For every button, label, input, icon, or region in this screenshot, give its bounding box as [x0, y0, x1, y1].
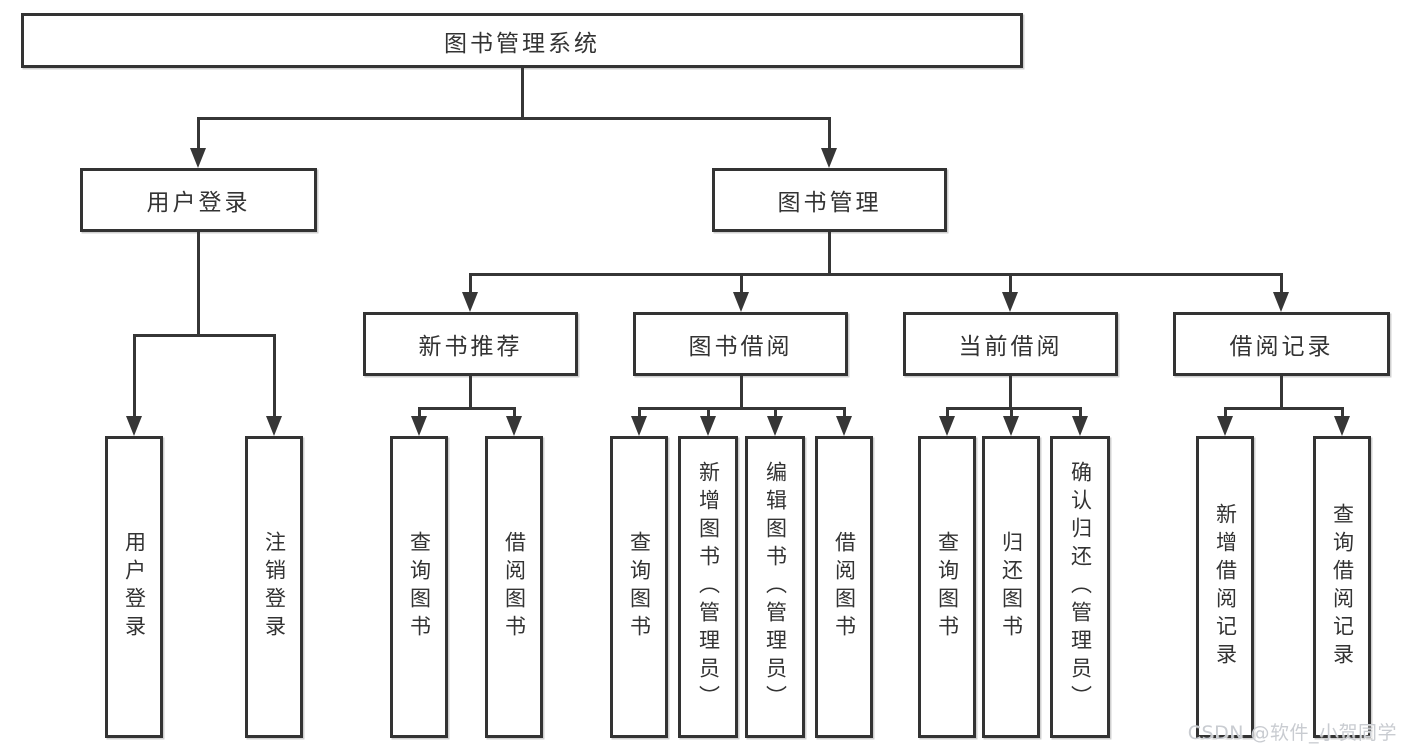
arrow-stem: [272, 334, 276, 418]
leaf-add-book-admin: 新增图书（管理员）: [678, 436, 738, 738]
arrow-stem: [196, 117, 200, 150]
arrowhead-down-icon: [1002, 292, 1018, 312]
arrow-stem: [1009, 407, 1013, 418]
leaf-add-borrowing-record: 新增借阅记录: [1196, 436, 1254, 738]
connector-rail-user-login: [132, 334, 276, 337]
connector-stem-current-borrowing: [1008, 376, 1012, 409]
arrowhead-down-icon: [1273, 292, 1289, 312]
connector-stem-borrowing-records: [1279, 376, 1283, 409]
arrowhead-down-icon: [1072, 416, 1088, 436]
leaf-query-borrowing-record: 查询借阅记录: [1313, 436, 1371, 738]
arrow-stem: [132, 334, 136, 418]
connector-rail-level2: [196, 117, 831, 120]
arrowhead-down-icon: [700, 416, 716, 436]
leaf-user-login: 用户登录: [105, 436, 163, 738]
leaf-query-books-borrowing: 查询图书: [610, 436, 668, 738]
connector-rail-new-book: [417, 407, 516, 410]
arrowhead-down-icon: [821, 148, 837, 168]
leaf-query-books-current: 查询图书: [918, 436, 976, 738]
arrowhead-down-icon: [462, 292, 478, 312]
arrow-stem: [739, 273, 743, 294]
node-borrowing-records: 借阅记录: [1173, 312, 1390, 376]
connector-rail-current-borrowing: [945, 407, 1082, 410]
leaf-confirm-return-admin: 确认归还（管理员）: [1050, 436, 1110, 738]
arrowhead-down-icon: [767, 416, 783, 436]
connector-rail-level3: [468, 273, 1282, 276]
csdn-watermark: CSDN @软件_小贺同学: [1187, 722, 1397, 744]
arrow-stem: [1340, 407, 1344, 418]
arrowhead-down-icon: [1003, 416, 1019, 436]
leaf-borrow-books-recommend: 借阅图书: [485, 436, 543, 738]
arrowhead-down-icon: [266, 416, 282, 436]
arrowhead-down-icon: [1217, 416, 1233, 436]
arrow-stem: [1279, 273, 1283, 294]
connector-rail-borrowing-records: [1223, 407, 1344, 410]
connector-stem-root: [520, 68, 524, 119]
arrowhead-down-icon: [190, 148, 206, 168]
arrow-stem: [637, 407, 641, 418]
leaf-query-books-recommend: 查询图书: [390, 436, 448, 738]
arrow-stem: [773, 407, 777, 418]
arrow-stem: [827, 117, 831, 150]
arrowhead-down-icon: [506, 416, 522, 436]
node-library-management-system: 图书管理系统: [21, 13, 1023, 68]
arrow-stem: [1008, 273, 1012, 294]
connector-stem-user-login: [196, 232, 200, 336]
node-book-borrowing: 图书借阅: [633, 312, 848, 376]
arrow-stem: [945, 407, 949, 418]
arrow-stem: [1078, 407, 1082, 418]
arrowhead-down-icon: [836, 416, 852, 436]
arrow-stem: [706, 407, 710, 418]
arrowhead-down-icon: [411, 416, 427, 436]
arrowhead-down-icon: [631, 416, 647, 436]
leaf-logout: 注销登录: [245, 436, 303, 738]
arrow-stem: [842, 407, 846, 418]
connector-rail-book-borrowing: [637, 407, 846, 410]
arrow-stem: [417, 407, 421, 418]
arrowhead-down-icon: [1334, 416, 1350, 436]
node-new-book-recommendation: 新书推荐: [363, 312, 578, 376]
arrow-stem: [512, 407, 516, 418]
connector-stem-book-borrowing: [739, 376, 743, 409]
node-book-management: 图书管理: [712, 168, 947, 232]
connector-stem-book-management: [827, 232, 831, 275]
arrowhead-down-icon: [126, 416, 142, 436]
leaf-return-books: 归还图书: [982, 436, 1040, 738]
arrow-stem: [1223, 407, 1227, 418]
arrow-stem: [468, 273, 472, 294]
leaf-edit-book-admin: 编辑图书（管理员）: [745, 436, 805, 738]
arrowhead-down-icon: [733, 292, 749, 312]
leaf-borrow-books-borrowing: 借阅图书: [815, 436, 873, 738]
arrowhead-down-icon: [939, 416, 955, 436]
node-current-borrowing: 当前借阅: [903, 312, 1118, 376]
connector-stem-new-book: [468, 376, 472, 409]
node-user-login: 用户登录: [80, 168, 317, 232]
